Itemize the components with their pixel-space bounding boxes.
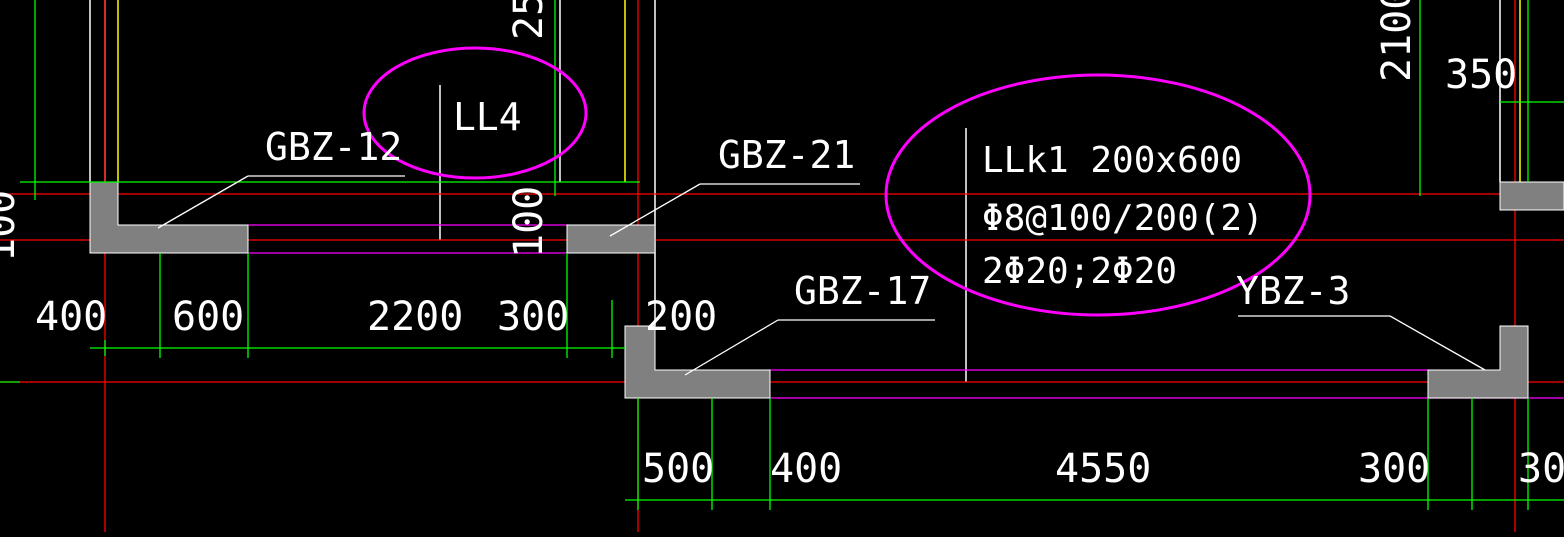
dimension-lower-400: 400 — [770, 446, 842, 492]
beam-spec-line-1: LLk1 200x600 — [982, 140, 1242, 181]
wall-columns — [89, 181, 1564, 399]
beam-spec-line-2: Φ8@100/200(2) — [982, 198, 1264, 239]
column-edges — [117, 0, 1521, 182]
dimension-lower-300-right: 300 — [1518, 446, 1564, 492]
dimension-upper-300: 300 — [497, 294, 569, 340]
dimension-vertical-100-left: 100 — [0, 190, 24, 262]
beam-spec-line-3: 2Φ20;2Φ20 — [982, 251, 1177, 292]
gbz-21-shape — [566, 224, 656, 254]
label-gbz-21: GBZ-21 — [718, 133, 855, 177]
label-gbz-12: GBZ-12 — [265, 125, 402, 169]
beam-spec-annotation-circle — [884, 73, 1312, 317]
label-gbz-17: GBZ-17 — [794, 269, 931, 313]
dimension-vertical-2100: 2100 — [1374, 0, 1420, 82]
dimension-upper-2200: 2200 — [367, 294, 463, 340]
dimension-lower-300: 300 — [1358, 446, 1430, 492]
ll4-annotation-circle — [362, 46, 588, 180]
dimension-lower-4550: 4550 — [1055, 446, 1151, 492]
dimension-vertical-100: 100 — [506, 186, 552, 258]
dimension-lines — [0, 0, 1564, 510]
right-wall-shape — [1499, 181, 1564, 211]
dimension-350: 350 — [1445, 52, 1517, 98]
dimension-lower-500: 500 — [642, 446, 714, 492]
dimension-upper-600: 600 — [172, 294, 244, 340]
gbz-17-shape — [624, 325, 771, 399]
dimension-vertical-250: 250 — [506, 0, 552, 40]
label-ybz-3: YBZ-3 — [1236, 269, 1350, 313]
wall-outlines — [89, 0, 1501, 382]
dimension-upper-400: 400 — [35, 294, 107, 340]
label-ll4: LL4 — [453, 95, 522, 139]
leader-lines — [157, 175, 1486, 376]
dimension-upper-200: 200 — [645, 294, 717, 340]
